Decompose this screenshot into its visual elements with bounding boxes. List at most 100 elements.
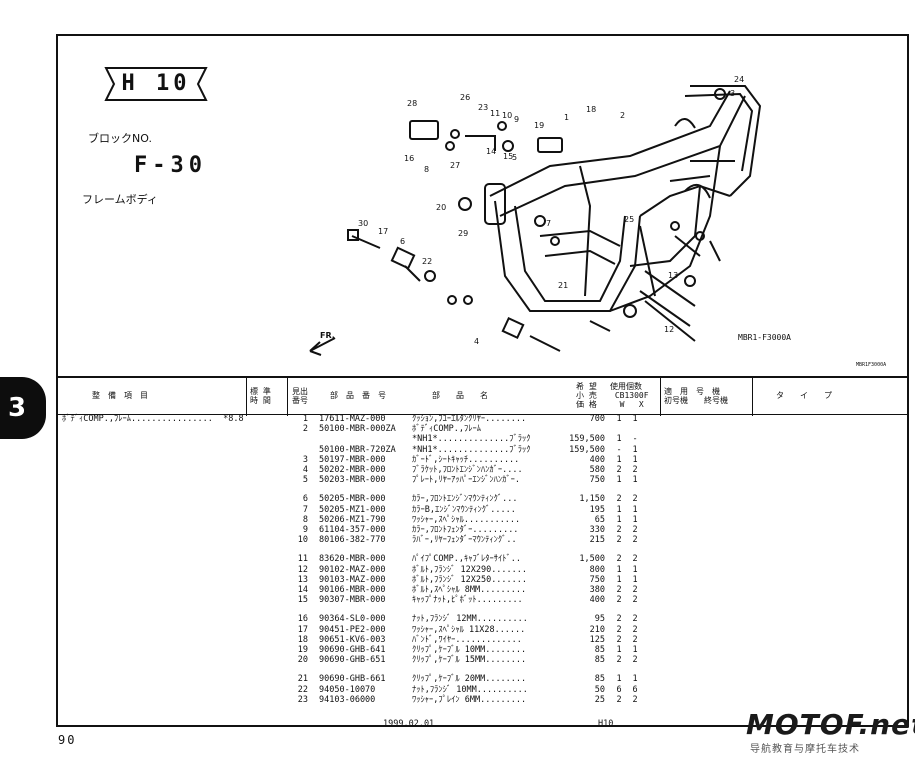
part-name: ｶﾞｰﾄﾞ,ｼｰﾄｷｬｯﾁ.......... bbox=[412, 454, 520, 465]
part-w: 2 bbox=[616, 494, 622, 505]
col-divider bbox=[752, 378, 753, 416]
part-w: 1 bbox=[616, 504, 622, 515]
header-rule bbox=[58, 414, 908, 415]
callout-18: 18 bbox=[586, 105, 596, 114]
part-part: 94050-10070 bbox=[319, 684, 376, 695]
section-badge: H 10 bbox=[104, 66, 208, 102]
part-part: 90103-MAZ-000 bbox=[319, 574, 386, 585]
part-part: 90690-GHB-641 bbox=[319, 645, 386, 655]
frame-exploded-diagram: 1 2 3 4 5 6 7 8 9 10 11 12 13 14 15 16 1… bbox=[309, 75, 762, 356]
part-name: ﾎﾞﾙﾄ,ｽﾍﾟｼｬﾙ 8MM......... bbox=[412, 585, 527, 595]
part-ref: 10 bbox=[297, 535, 308, 546]
part-price: 580 bbox=[589, 465, 605, 475]
part-name: ﾊﾞﾝﾄﾞ,ﾜｲﾔｰ............. bbox=[412, 634, 522, 645]
part-price: 750 bbox=[589, 475, 605, 486]
part-x: 2 bbox=[632, 634, 638, 645]
part-part: 90651-KV6-003 bbox=[319, 634, 386, 645]
callout-12: 12 bbox=[664, 325, 674, 334]
part-x: 1 bbox=[632, 504, 638, 515]
part-price: 85 bbox=[594, 655, 605, 666]
part-name: ｶﾗｰ,ﾌﾛﾝﾄﾌｪﾝﾀﾞｰ......... bbox=[412, 525, 519, 535]
part-w: 6 bbox=[616, 684, 622, 695]
part-price: 25 bbox=[594, 694, 605, 705]
diagram-reference-small: MBR1F3000A bbox=[856, 362, 887, 368]
maintenance-time: *8.8 bbox=[223, 414, 244, 424]
part-part: 50205-MZ1-000 bbox=[319, 504, 386, 515]
part-part: 50205-MBR-000 bbox=[319, 494, 386, 505]
part-price: 95 bbox=[594, 614, 605, 625]
part-x: 2 bbox=[632, 535, 638, 546]
part-price: 750 bbox=[589, 574, 605, 585]
callout-21: 21 bbox=[558, 281, 568, 290]
part-ref: 1 bbox=[302, 414, 308, 424]
part-price: 65 bbox=[594, 514, 605, 525]
part-price: 85 bbox=[594, 674, 605, 685]
part-x: 2 bbox=[632, 694, 638, 705]
part-price: 195 bbox=[589, 504, 605, 515]
header-price: 希 望 小 売 価 格 bbox=[576, 382, 597, 409]
callout-26: 26 bbox=[460, 93, 470, 102]
header-part-number: 部 品 番 号 bbox=[330, 391, 386, 400]
part-w: 1 bbox=[616, 434, 622, 445]
callout-20: 20 bbox=[436, 203, 446, 212]
part-ref: 4 bbox=[302, 465, 308, 475]
part-w: 2 bbox=[616, 634, 622, 645]
part-w: 2 bbox=[616, 585, 622, 595]
part-price: 215 bbox=[589, 535, 605, 546]
part-part: 90307-MBR-000 bbox=[319, 595, 386, 606]
part-ref: 15 bbox=[297, 595, 308, 606]
part-part: 80106-382-770 bbox=[319, 535, 386, 546]
part-name: ｸﾘｯﾌﾟ,ｹｰﾌﾞﾙ 15MM........ bbox=[412, 655, 527, 666]
part-x: 1 bbox=[632, 444, 638, 455]
part-name: ﾜｯｼｬｰ,ｽﾍﾟｼｬﾙ 11X28...... bbox=[412, 624, 526, 635]
part-name: *NH1*..............ﾌﾞﾗｯｸ bbox=[412, 444, 531, 455]
part-price: 400 bbox=[589, 454, 605, 465]
part-x: 2 bbox=[632, 465, 638, 475]
part-name: ﾅｯﾄ,ﾌﾗﾝｼﾞ 12MM.......... bbox=[412, 614, 528, 625]
part-ref: 20 bbox=[297, 655, 308, 666]
part-part: 94103-06000 bbox=[319, 694, 376, 705]
part-w: 2 bbox=[616, 525, 622, 535]
part-part: 90106-MBR-000 bbox=[319, 585, 386, 595]
callout-9: 9 bbox=[514, 115, 519, 124]
frame-drawing bbox=[309, 85, 762, 356]
callout-16: 16 bbox=[404, 154, 414, 163]
maintenance-item-name: ﾎﾞﾃﾞｨCOMP.,ﾌﾚｰﾑ................ bbox=[62, 414, 213, 424]
part-x: 6 bbox=[632, 684, 638, 695]
part-w: 1 bbox=[616, 514, 622, 525]
part-part: 50206-MZ1-790 bbox=[319, 514, 386, 525]
part-w: - bbox=[616, 444, 622, 455]
header-ref-number: 見出 番号 bbox=[292, 387, 308, 405]
part-price: 210 bbox=[589, 624, 605, 635]
part-w: 1 bbox=[616, 645, 622, 655]
part-w: 2 bbox=[616, 535, 622, 546]
callout-3: 3 bbox=[730, 89, 735, 98]
part-part: 90364-SL0-000 bbox=[319, 614, 386, 625]
callout-17: 17 bbox=[378, 227, 388, 236]
part-name: ｶﾗｰ,ﾌﾛﾝﾄｴﾝｼﾞﾝﾏｳﾝﾃｨﾝｸﾞ... bbox=[412, 494, 518, 505]
part-name: ﾌﾟﾚｰﾄ,ﾘﾔｰｱｯﾊﾟｰｴﾝｼﾞﾝﾊﾝｶﾞｰ. bbox=[412, 475, 520, 486]
part-w: 2 bbox=[616, 554, 622, 565]
part-name: ﾅｯﾄ,ﾌﾗﾝｼﾞ 10MM.......... bbox=[412, 684, 528, 695]
callout-19: 19 bbox=[534, 121, 544, 130]
part-part: 50100-MBR-720ZA bbox=[319, 444, 396, 455]
part-part: 90690-GHB-661 bbox=[319, 674, 386, 685]
header-serial-range: 適 用 号 機 初号機 終号機 bbox=[664, 387, 728, 405]
part-name: ﾜｯｼｬｰ,ｽﾍﾟｼｬﾙ........... bbox=[412, 514, 521, 525]
part-ref: 21 bbox=[297, 674, 308, 685]
part-name: ﾊﾟｲﾌﾟCOMP.,ｷｬﾌﾞﾚﾀｰｻｲﾄﾞ.. bbox=[412, 554, 521, 565]
part-name: ｸﾘｯﾌﾟ,ｹｰﾌﾞﾙ 20MM........ bbox=[412, 674, 527, 685]
part-ref: 12 bbox=[297, 564, 308, 575]
part-x: 2 bbox=[632, 525, 638, 535]
callout-24: 24 bbox=[734, 75, 744, 84]
part-w: 2 bbox=[616, 614, 622, 625]
part-name: ﾜｯｼｬｰ,ﾌﾟﾚｲﾝ 6MM......... bbox=[412, 694, 527, 705]
group-name: フレームボディ bbox=[82, 193, 158, 206]
part-ref: 5 bbox=[302, 475, 308, 486]
part-w: 1 bbox=[616, 564, 622, 575]
part-price: 1,150 bbox=[579, 494, 605, 505]
part-w: 2 bbox=[616, 595, 622, 606]
part-price bbox=[555, 424, 605, 434]
col-divider bbox=[246, 378, 247, 416]
callout-8: 8 bbox=[424, 165, 429, 174]
